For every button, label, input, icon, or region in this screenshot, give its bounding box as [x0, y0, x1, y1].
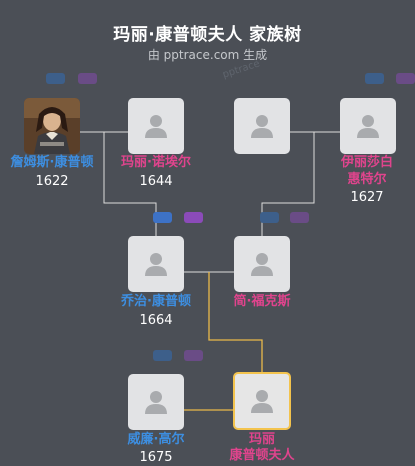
mary-selected-card[interactable] [233, 372, 291, 430]
george-mother-button[interactable] [184, 212, 203, 223]
mary-noel-year: 1644 [139, 174, 173, 189]
jane-card[interactable] [234, 236, 290, 292]
person-placeholder-icon [357, 114, 379, 138]
mary-name-line1[interactable]: 玛丽 [248, 432, 275, 447]
mary-noel-card[interactable] [128, 98, 184, 154]
page-title: 玛丽·康普顿夫人 家族树 [113, 25, 302, 45]
elizabeth-name-line2[interactable]: 惠特尔 [347, 172, 387, 187]
james-mother-button[interactable] [78, 73, 97, 84]
william-card[interactable] [128, 374, 184, 430]
portrait-image [24, 98, 80, 154]
link-george-mary [208, 272, 263, 373]
william-year: 1675 [139, 450, 173, 465]
jane-name[interactable]: 简·福克斯 [233, 294, 291, 309]
elizabeth-name-line1[interactable]: 伊丽莎白 [340, 155, 393, 170]
mary-noel-name[interactable]: 玛丽·诺埃尔 [121, 155, 191, 170]
james-father-button[interactable] [46, 73, 65, 84]
william-father-button[interactable] [153, 350, 172, 361]
person-placeholder-icon [251, 114, 273, 138]
person-placeholder-icon [251, 252, 273, 276]
james-year: 1622 [35, 174, 69, 189]
person-placeholder-icon [145, 114, 167, 138]
george-father-button[interactable] [153, 212, 172, 223]
jane-mother-button[interactable] [290, 212, 309, 223]
james-name[interactable]: 詹姆斯·康普顿 [10, 155, 94, 170]
george-name[interactable]: 乔治·康普顿 [121, 294, 191, 309]
page-subtitle: 由 pptrace.com 生成 [147, 48, 268, 62]
person-placeholder-icon [145, 390, 167, 414]
elizabeth-mother-button[interactable] [396, 73, 415, 84]
george-year: 1664 [139, 313, 173, 328]
william-name[interactable]: 威廉·高尔 [127, 432, 185, 447]
william-mother-button[interactable] [184, 350, 203, 361]
mary-name-line2[interactable]: 康普顿夫人 [229, 448, 295, 463]
person-placeholder-icon [145, 252, 167, 276]
person-placeholder-icon [251, 389, 273, 413]
unknown-father-card[interactable] [234, 98, 290, 154]
george-card[interactable] [128, 236, 184, 292]
elizabeth-year: 1627 [350, 190, 384, 205]
jane-father-button[interactable] [260, 212, 279, 223]
elizabeth-card[interactable] [340, 98, 396, 154]
james-portrait-card[interactable] [24, 98, 80, 154]
elizabeth-father-button[interactable] [365, 73, 384, 84]
